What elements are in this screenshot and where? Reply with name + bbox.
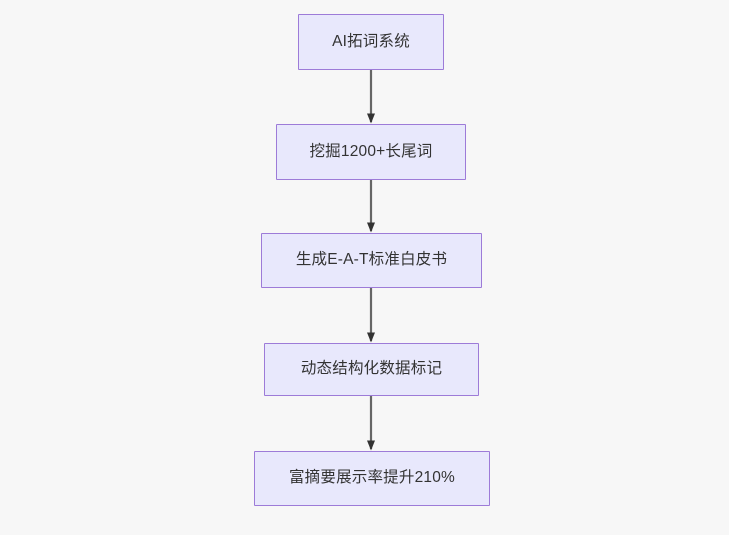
flow-node-longtail-keywords[interactable]: 挖掘1200+长尾词 bbox=[276, 124, 466, 180]
flow-node-label: 富摘要展示率提升210% bbox=[288, 469, 456, 487]
flow-node-label: 挖掘1200+长尾词 bbox=[309, 142, 433, 160]
flow-node-label: AI拓词系统 bbox=[332, 32, 410, 50]
flow-node-rich-snippet-result[interactable]: 富摘要展示率提升210% bbox=[254, 451, 490, 506]
flow-node-ai-keyword-system[interactable]: AI拓词系统 bbox=[298, 14, 444, 70]
flow-node-structured-data-markup[interactable]: 动态结构化数据标记 bbox=[264, 343, 479, 396]
flow-node-label: 动态结构化数据标记 bbox=[300, 360, 443, 378]
flow-node-label: 生成E-A-T标准白皮书 bbox=[295, 251, 448, 269]
flow-node-eat-whitepaper[interactable]: 生成E-A-T标准白皮书 bbox=[261, 233, 482, 288]
